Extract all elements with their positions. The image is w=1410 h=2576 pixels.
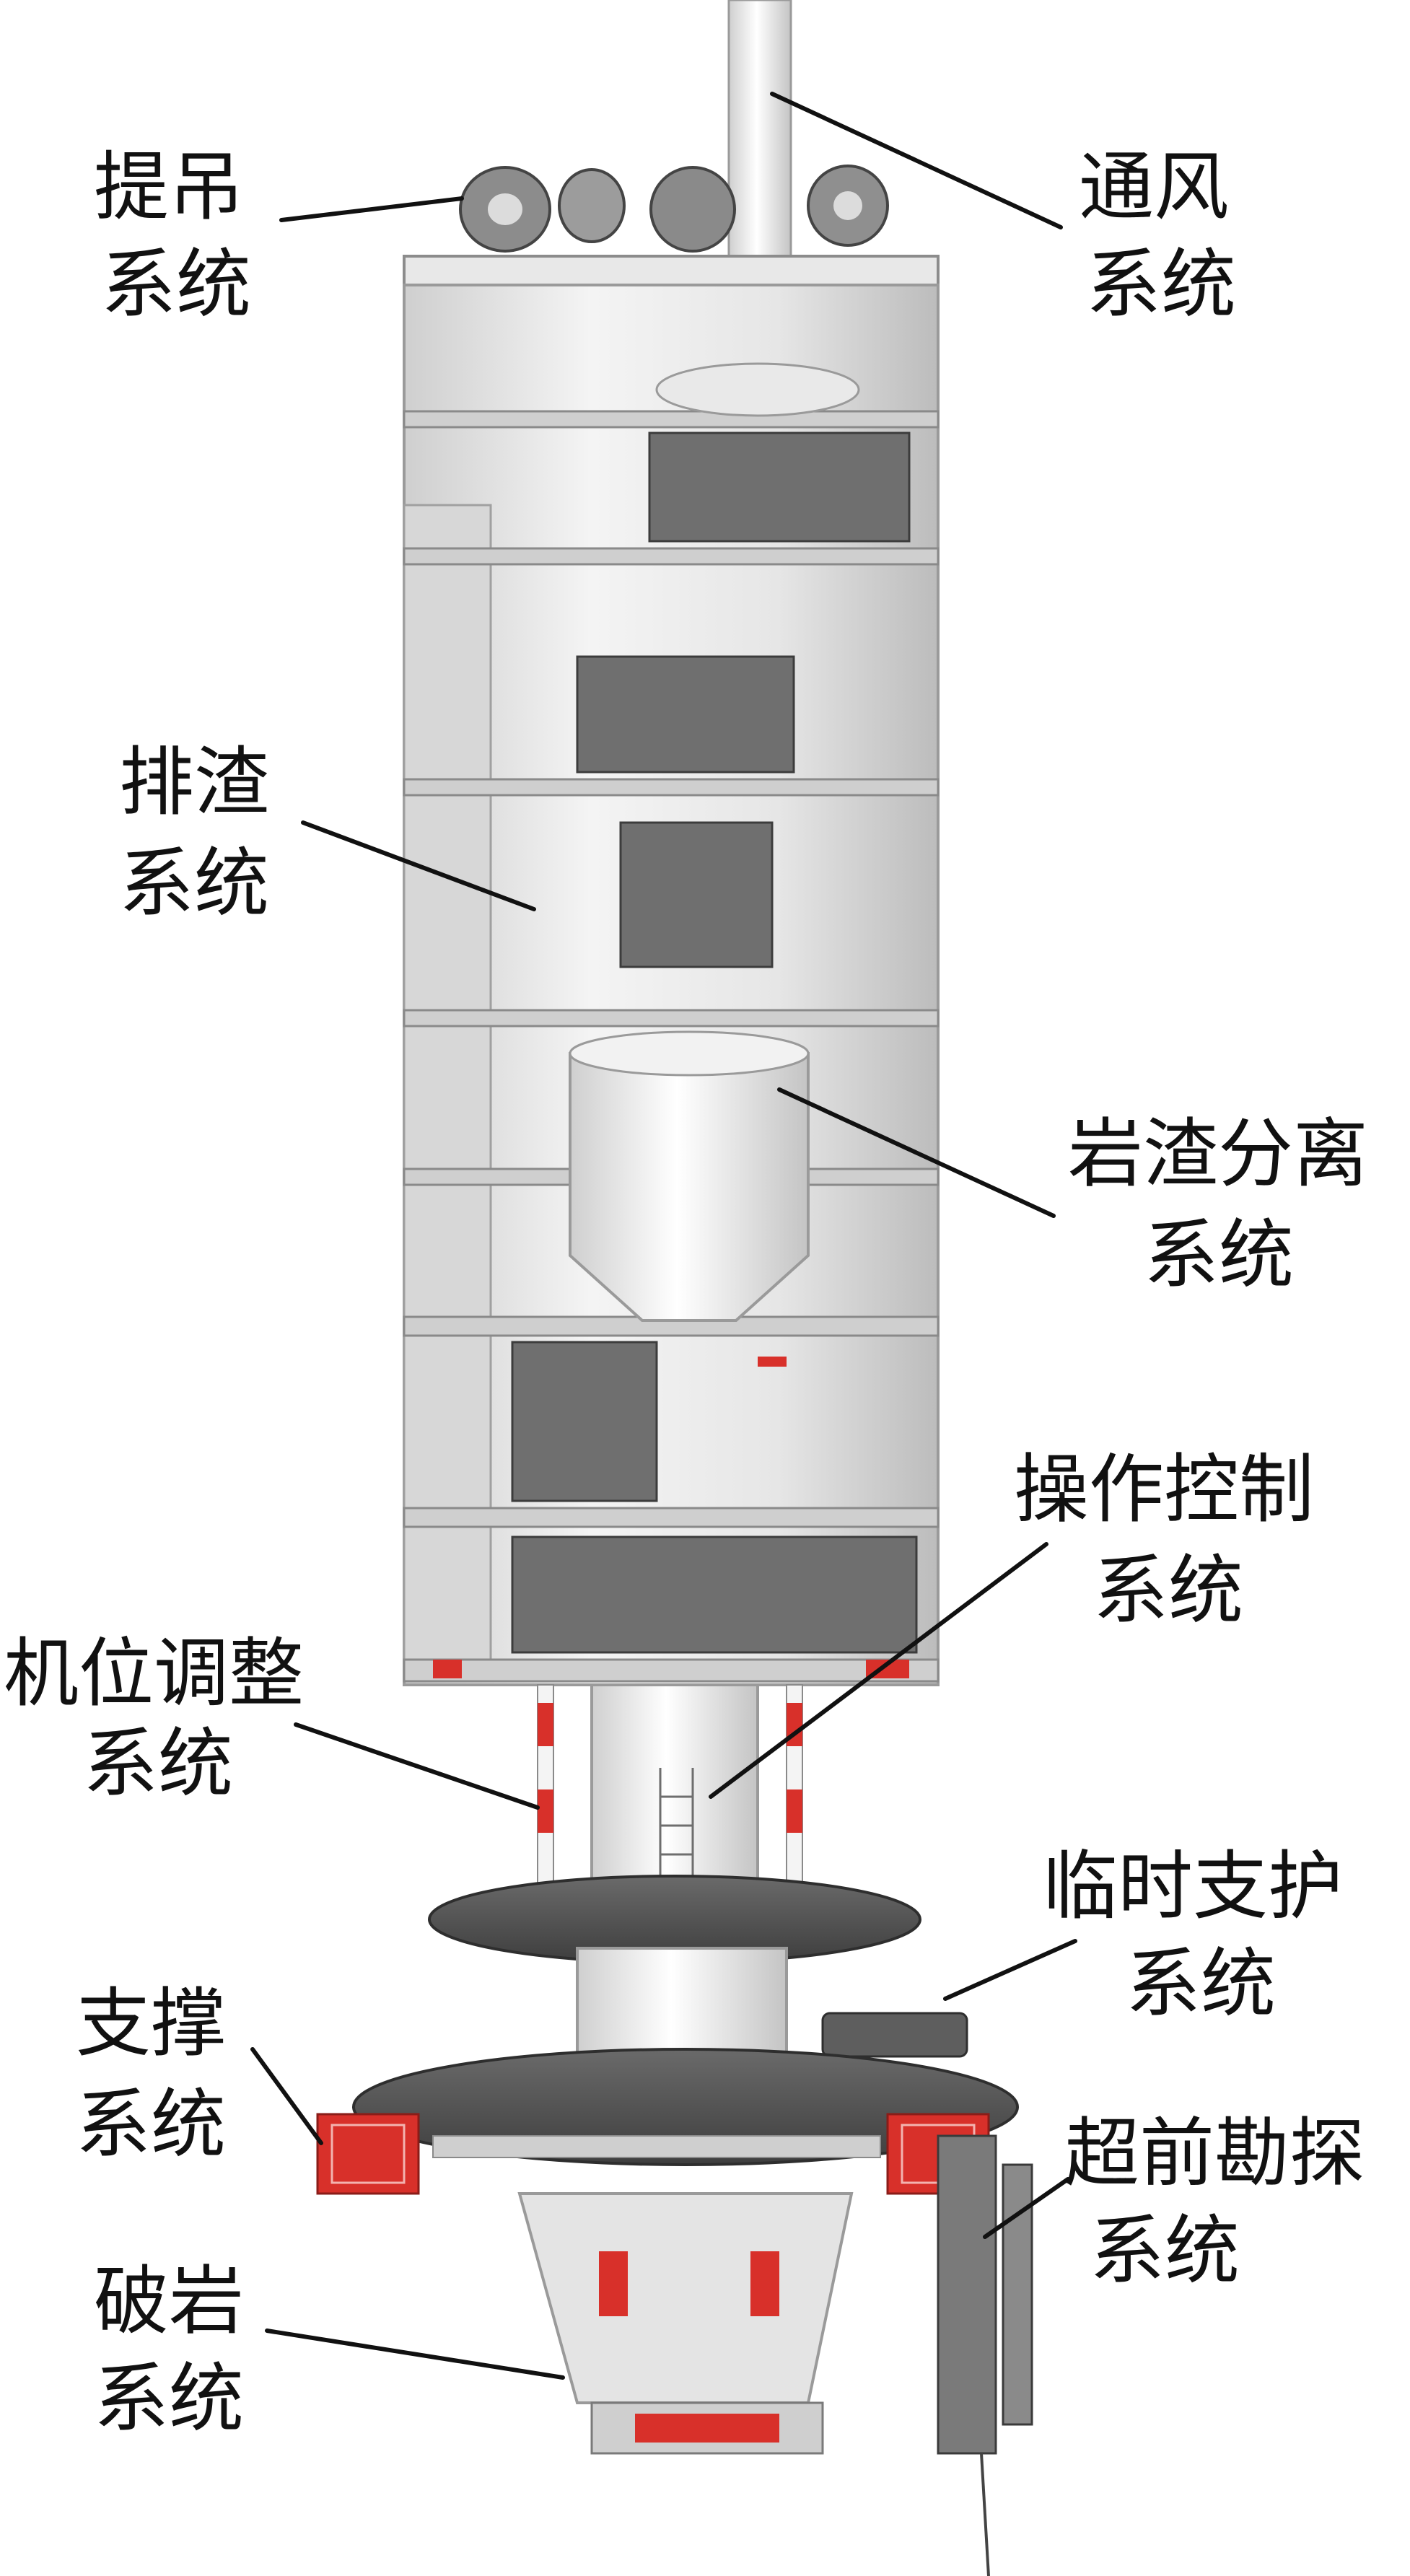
label-temporary-support-line1: 临时支护 [1043,1842,1343,1930]
label-muck-removal-line2: 系统 [119,839,269,927]
label-rock-breaking-line1: 破岩 [94,2257,244,2345]
leader-temporary-support [943,1939,1077,2001]
label-advance-exploration-line1: 超前勘探 [1064,2109,1365,2197]
ventilation-fan-drum [655,362,860,417]
leader-operation-control [709,1542,1048,1799]
adjustment-struts [537,1684,803,1916]
cutterhead-support [517,2192,854,2404]
label-operation-control-line1: 操作控制 [1014,1445,1314,1533]
label-ventilation-line2: 系统 [1086,240,1236,328]
label-hoist-line1: 提吊 [94,143,244,231]
temporary-support-unit [821,2012,968,2058]
side-column-panel [403,504,492,1661]
leader-position-adjustment [294,1722,540,1810]
machine-illustration [316,0,1033,2576]
label-temporary-support-line2: 系统 [1126,1940,1276,2028]
leader-advance-exploration [983,2177,1070,2239]
hoist-sheaves [459,165,889,253]
label-operation-control-line2: 系统 [1093,1546,1243,1634]
cutter-head [590,2401,824,2455]
label-advance-exploration-line2: 系统 [1090,2207,1240,2295]
leader-rock-muck-separation [777,1087,1056,1218]
label-ventilation-line1: 通风 [1079,143,1229,231]
cutterhead-red-parts [599,2251,779,2316]
separator-cylinder [569,1030,810,1322]
label-bracing-line1: 支撑 [76,1979,226,2067]
label-hoist-line2: 系统 [101,240,251,328]
label-muck-removal-line1: 排渣 [119,738,269,826]
label-rock-breaking-line2: 系统 [94,2354,244,2443]
label-bracing-line2: 系统 [76,2080,226,2168]
leader-hoist [279,196,464,222]
leader-ventilation [770,92,1063,229]
equipment-blocks [511,431,918,1654]
leader-lines [250,92,1077,2380]
label-position-adjustment-line2: 系统 [83,1719,233,1808]
advance-drill-rig [937,2134,1033,2576]
label-rock-muck-separation-line1: 岩渣分离 [1068,1110,1368,1198]
label-rock-muck-separation-line2: 系统 [1144,1211,1294,1299]
leader-bracing [250,2047,323,2145]
leader-muck-removal [301,820,536,911]
callout-labels: 提吊 系统 通风 系统 排渣 系统 岩渣分离 系统 操作控制 系统 机位调整 系… [4,143,1368,2443]
label-position-adjustment-line1: 机位调整 [4,1629,304,1717]
leader-rock-breaking [265,2329,565,2380]
